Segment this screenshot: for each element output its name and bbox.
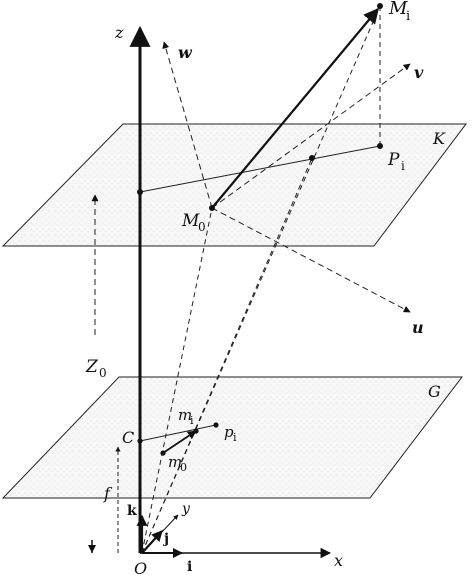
- label-j: j: [162, 531, 169, 547]
- v-axis: [211, 63, 411, 209]
- label-Z0: Z: [85, 357, 99, 377]
- points: [137, 3, 383, 456]
- label-w: w: [178, 43, 193, 62]
- label-i: i: [187, 559, 192, 575]
- m0-mi-image-vector: [162, 430, 197, 454]
- label-O: O: [134, 559, 147, 577]
- label-m0-sub: 0: [180, 461, 187, 474]
- label-z: z: [114, 23, 124, 42]
- w-axis: [162, 41, 213, 209]
- point-pi-image: [213, 422, 219, 428]
- j-vector: [141, 530, 163, 554]
- label-Pi-sub: i: [401, 159, 405, 173]
- label-f: f: [103, 484, 113, 503]
- label-v: v: [414, 63, 424, 82]
- label-u: u: [412, 318, 424, 337]
- label-plane-g: G: [428, 382, 441, 401]
- point-k-intersection: [309, 155, 315, 161]
- label-M0-sub: 0: [198, 220, 206, 234]
- m0-mi-vector: [211, 7, 379, 209]
- label-Pi: P: [387, 150, 400, 170]
- label-plane-k: K: [432, 129, 446, 148]
- label-x: x: [334, 551, 343, 570]
- label-m0: m: [168, 453, 182, 471]
- label-pi: p: [224, 423, 234, 441]
- label-pi-sub: i: [233, 431, 237, 444]
- projection-rays: [141, 5, 381, 554]
- label-k: k: [127, 503, 137, 519]
- point-m0-image: [160, 450, 166, 456]
- point-mi-image: [193, 428, 199, 434]
- label-Mi: M: [388, 0, 408, 19]
- f-baseline-marker: [88, 545, 96, 553]
- label-Mi-sub: i: [406, 9, 410, 24]
- label-mi: m: [178, 406, 192, 424]
- label-M0: M: [181, 211, 200, 231]
- plane-k: [1, 123, 468, 247]
- u-axis: [211, 207, 411, 313]
- point-k-z: [137, 189, 143, 195]
- point-c: [137, 438, 143, 444]
- point-pi: [377, 143, 383, 149]
- label-y: y: [181, 501, 191, 517]
- label-C: C: [122, 428, 134, 447]
- point-mi: [377, 3, 383, 9]
- k-plane-line: [139, 145, 381, 193]
- g-plane-segment: [139, 424, 217, 442]
- label-Z0-sub: 0: [99, 366, 107, 380]
- point-m0: [209, 205, 215, 211]
- label-mi-sub: i: [190, 414, 194, 427]
